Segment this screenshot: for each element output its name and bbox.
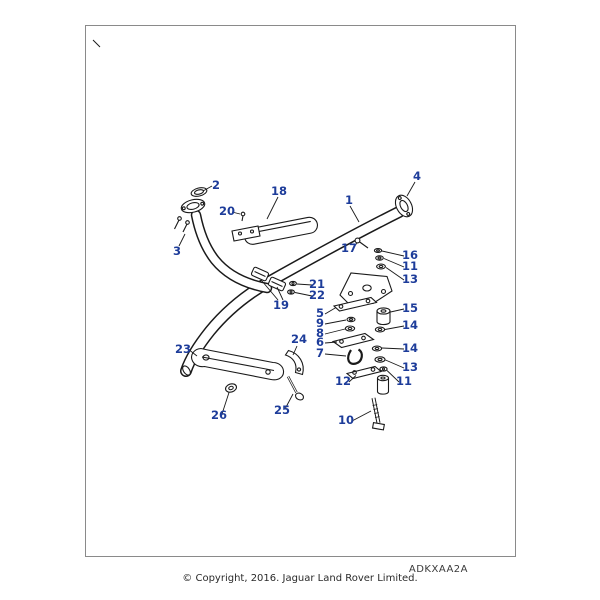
shackle	[347, 348, 363, 365]
support-link	[345, 365, 383, 380]
callout-part-6: 6	[316, 335, 324, 349]
callout-part-25: 25	[274, 403, 290, 417]
callout-part-4: 4	[413, 169, 421, 183]
callout-part-11: 11	[402, 259, 418, 273]
lower-plate	[331, 332, 375, 349]
clamp-bolt	[286, 375, 305, 401]
callout-part-22: 22	[309, 288, 325, 302]
callout-part-8: 8	[316, 326, 324, 340]
pipe-flange	[394, 194, 414, 218]
manifold-flange	[180, 198, 206, 214]
callout-part-7: 7	[316, 346, 324, 360]
callout-part-1: 1	[345, 193, 353, 207]
mounting-strap	[191, 347, 285, 381]
callout-part-19: 19	[273, 298, 289, 312]
callout-part-18: 18	[271, 184, 287, 198]
heat-shield-screw	[240, 211, 246, 222]
callout-part-24: 24	[291, 332, 307, 346]
spacer-tube	[376, 374, 390, 395]
mounting-rubber	[376, 307, 391, 326]
callout-part-21: 21	[309, 277, 325, 291]
callout-part-16: 16	[402, 248, 418, 262]
callout-part-26: 26	[211, 408, 227, 422]
washer-14b	[371, 345, 383, 352]
callout-part-5: 5	[316, 306, 324, 320]
clamp-washers	[287, 280, 297, 295]
clamp-half	[284, 349, 304, 376]
diagram-artwork	[174, 187, 414, 431]
callout-part-3: 3	[173, 244, 181, 258]
bracket-bolt	[354, 237, 369, 249]
pipe-clamp	[250, 266, 287, 292]
corner-mark	[92, 39, 101, 48]
callout-part-10: 10	[338, 413, 354, 427]
callout-part-15: 15	[402, 301, 418, 315]
callout-part-12: 12	[335, 374, 351, 388]
callout-part-23: 23	[175, 342, 191, 356]
callout-labels: 2 18 20 1 4 3 17 16 11 13 19 21 22 5 9 8…	[173, 169, 421, 427]
washer-14a	[374, 326, 386, 333]
footer: ADKXAA2A © Copyright, 2016. Jaguar Land …	[182, 564, 468, 584]
washer-26	[224, 383, 238, 393]
support-plate	[332, 296, 378, 312]
callout-part-20: 20	[219, 204, 235, 218]
heat-shield-bracket	[231, 225, 261, 242]
callout-part-9: 9	[316, 316, 324, 330]
callout-part-14-a: 14	[402, 318, 418, 332]
washer-13b	[374, 356, 386, 363]
callout-part-14-b: 14	[402, 341, 418, 355]
flange-studs	[174, 216, 190, 233]
callout-part-2: 2	[212, 178, 220, 192]
exhaust-front-pipe	[180, 206, 405, 377]
diagram-code: ADKXAA2A	[409, 564, 468, 575]
upper-washers	[373, 247, 386, 270]
small-washers	[344, 316, 356, 332]
flange-gasket	[190, 187, 208, 197]
callout-part-11-b: 11	[396, 374, 412, 388]
callout-part-13-b: 13	[402, 360, 418, 374]
leader-lines	[178, 181, 416, 422]
copyright-text: © Copyright, 2016. Jaguar Land Rover Lim…	[182, 573, 417, 584]
callout-part-13: 13	[402, 272, 418, 286]
callout-part-17: 17	[341, 241, 357, 255]
diagram-border	[85, 25, 516, 557]
long-bolt	[371, 397, 385, 431]
pipe-end	[182, 365, 191, 376]
nut-11b	[379, 366, 388, 372]
